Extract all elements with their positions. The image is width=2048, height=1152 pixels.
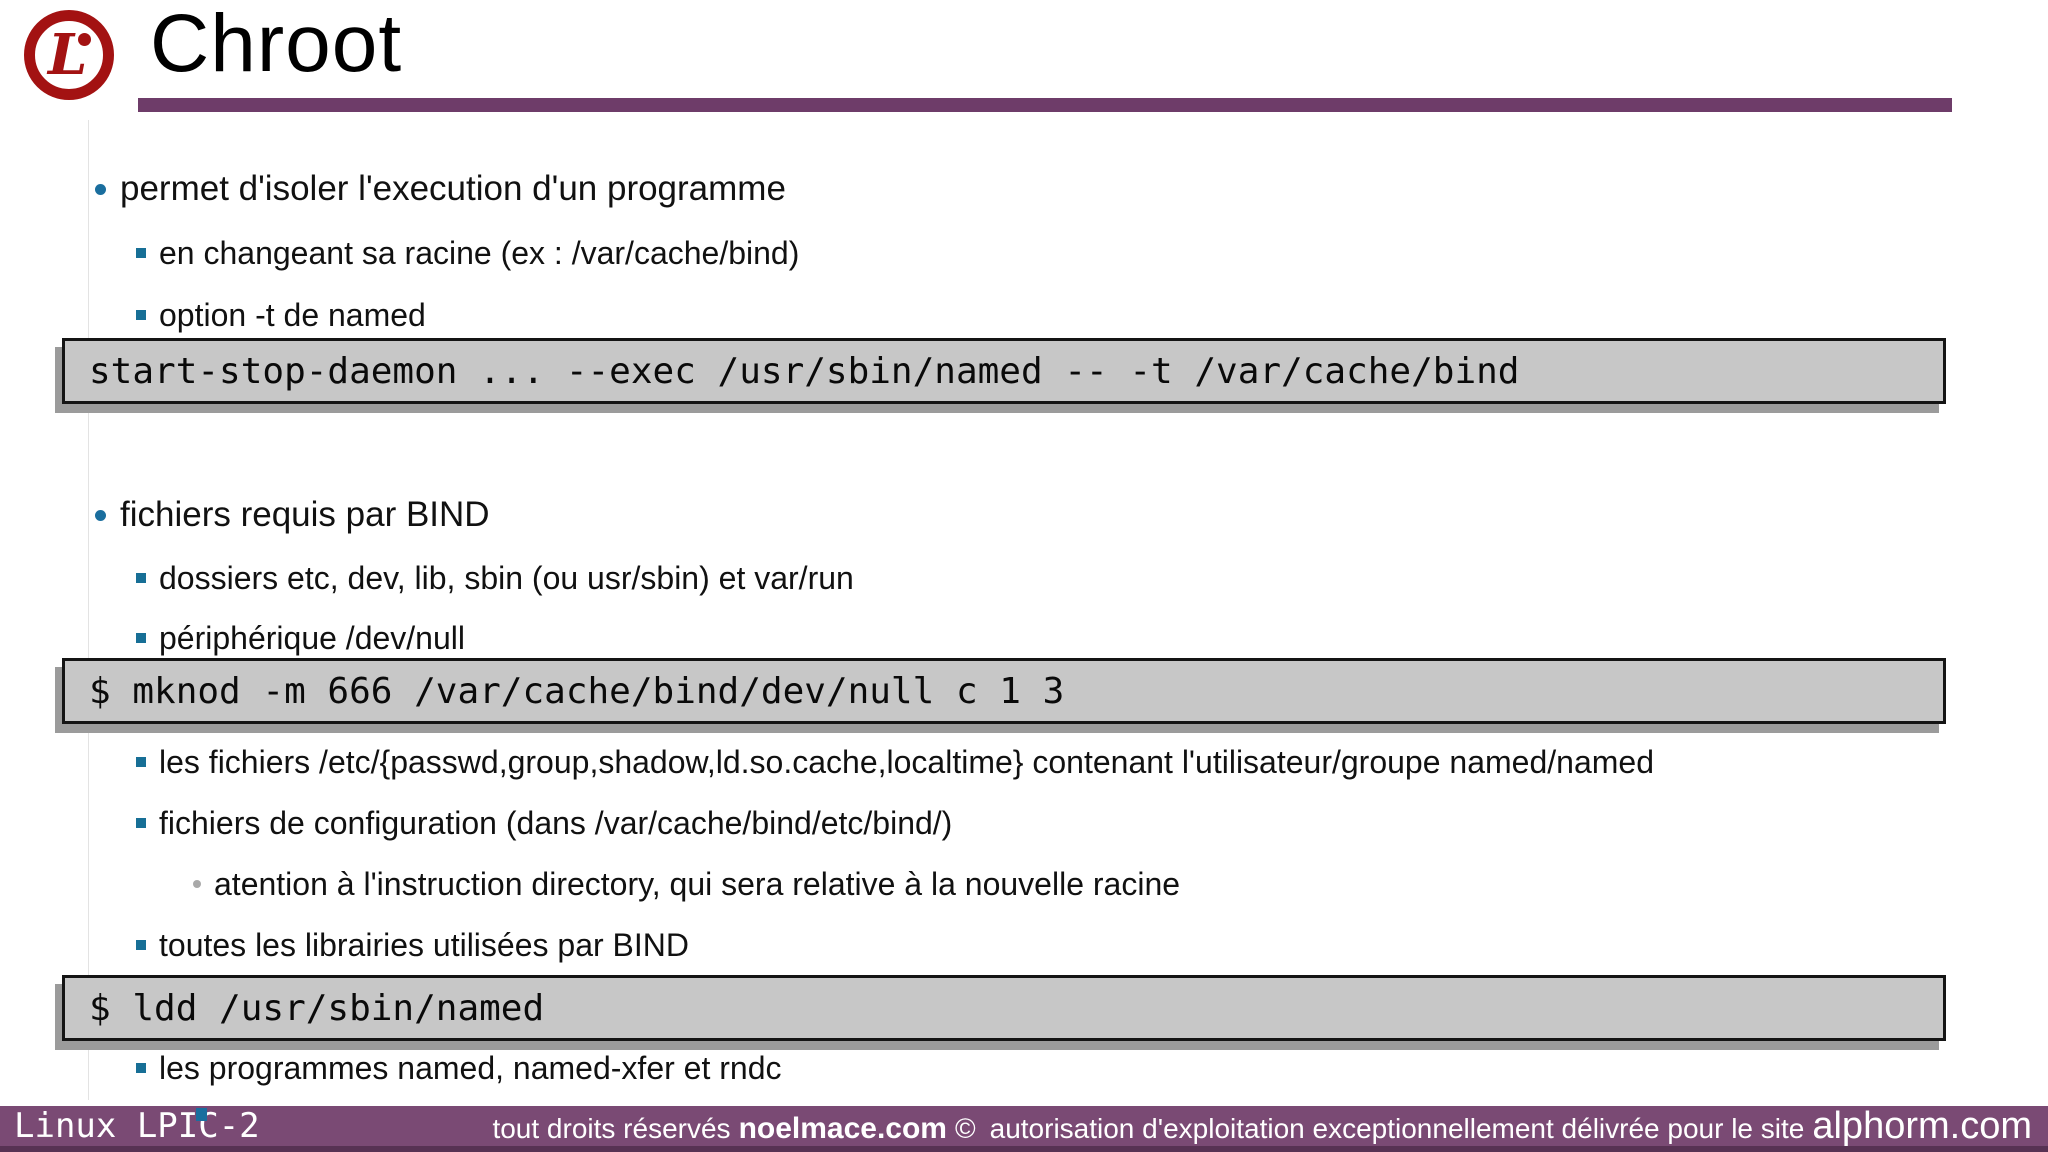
bullet-square-icon <box>136 757 146 767</box>
title-underline <box>138 98 1952 112</box>
bullet-square-icon <box>136 940 146 950</box>
list-item: les programmes named, named-xfer et rndc <box>136 1048 781 1088</box>
footer-bar: Linux LPIC-2 tout droits réservés noelma… <box>0 1105 2048 1152</box>
bullet-square-icon <box>136 573 146 583</box>
copyright-symbol: © <box>954 1112 976 1144</box>
list-item-text: option -t de named <box>159 296 426 333</box>
lpi-logo-icon: L <box>24 10 114 100</box>
footer-rights-text: tout droits réservés noelmace.com © auto… <box>260 1105 2032 1148</box>
list-item: fichiers requis par BIND <box>95 494 490 536</box>
list-item: dossiers etc, dev, lib, sbin (ou usr/sbi… <box>136 558 854 598</box>
code-text: $ mknod -m 666 /var/cache/bind/dev/null … <box>89 670 1065 712</box>
bullet-dot-icon <box>95 183 106 195</box>
list-item: en changeant sa racine (ex : /var/cache/… <box>136 233 799 273</box>
list-item-text: dossiers etc, dev, lib, sbin (ou usr/sbi… <box>159 559 854 596</box>
rights-site-alphorm: alphorm.com <box>1812 1104 2032 1147</box>
list-item-text: les programmes named, named-xfer et rndc <box>159 1049 782 1086</box>
bullet-square-icon <box>136 248 146 258</box>
rights-prefix: tout droits réservés <box>492 1112 731 1144</box>
list-item: les fichiers /etc/{passwd,group,shadow,l… <box>136 742 1654 782</box>
list-item: atention à l'instruction directory, qui … <box>193 864 1180 904</box>
list-item-text: toutes les librairies utilisées par BIND <box>159 926 689 963</box>
list-item: périphérique /dev/null <box>136 618 465 658</box>
list-item-text: périphérique /dev/null <box>159 619 465 656</box>
bullet-square-icon <box>136 310 146 320</box>
list-item-text: en changeant sa racine (ex : /var/cache/… <box>159 234 800 271</box>
code-text: start-stop-daemon ... --exec /usr/sbin/n… <box>89 350 1520 392</box>
code-text: $ ldd /usr/sbin/named <box>89 987 545 1029</box>
list-item-text: fichiers requis par BIND <box>120 495 490 534</box>
code-block: start-stop-daemon ... --exec /usr/sbin/n… <box>62 338 1946 404</box>
list-item: fichiers de configuration (dans /var/cac… <box>136 803 952 843</box>
bullet-dot-icon <box>95 509 106 521</box>
list-item: toutes les librairies utilisées par BIND <box>136 925 689 965</box>
rights-suffix: autorisation d'exploitation exceptionnel… <box>989 1112 1805 1144</box>
list-item-text: permet d'isoler l'execution d'un program… <box>120 169 786 208</box>
rights-site-noelmace: noelmace.com <box>738 1111 947 1145</box>
list-item-text: atention à l'instruction directory, qui … <box>214 865 1181 902</box>
content-frame-edge <box>88 120 89 1100</box>
footer-cursor-artifact <box>196 1108 207 1121</box>
lpi-logo-dot-icon <box>78 33 91 46</box>
code-block: $ mknod -m 666 /var/cache/bind/dev/null … <box>62 658 1946 724</box>
bullet-square-icon <box>136 1063 146 1073</box>
code-block: $ ldd /usr/sbin/named <box>62 975 1946 1041</box>
bullet-square-icon <box>136 818 146 828</box>
page-title: Chroot <box>150 0 403 89</box>
bullet-dot-icon <box>193 880 201 888</box>
list-item: option -t de named <box>136 295 426 335</box>
bullet-square-icon <box>136 633 146 643</box>
list-item: permet d'isoler l'execution d'un program… <box>95 168 786 210</box>
list-item-text: fichiers de configuration (dans /var/cac… <box>159 804 953 841</box>
list-item-text: les fichiers /etc/{passwd,group,shadow,l… <box>159 743 1654 780</box>
footer-course-label: Linux LPIC-2 <box>14 1106 260 1146</box>
